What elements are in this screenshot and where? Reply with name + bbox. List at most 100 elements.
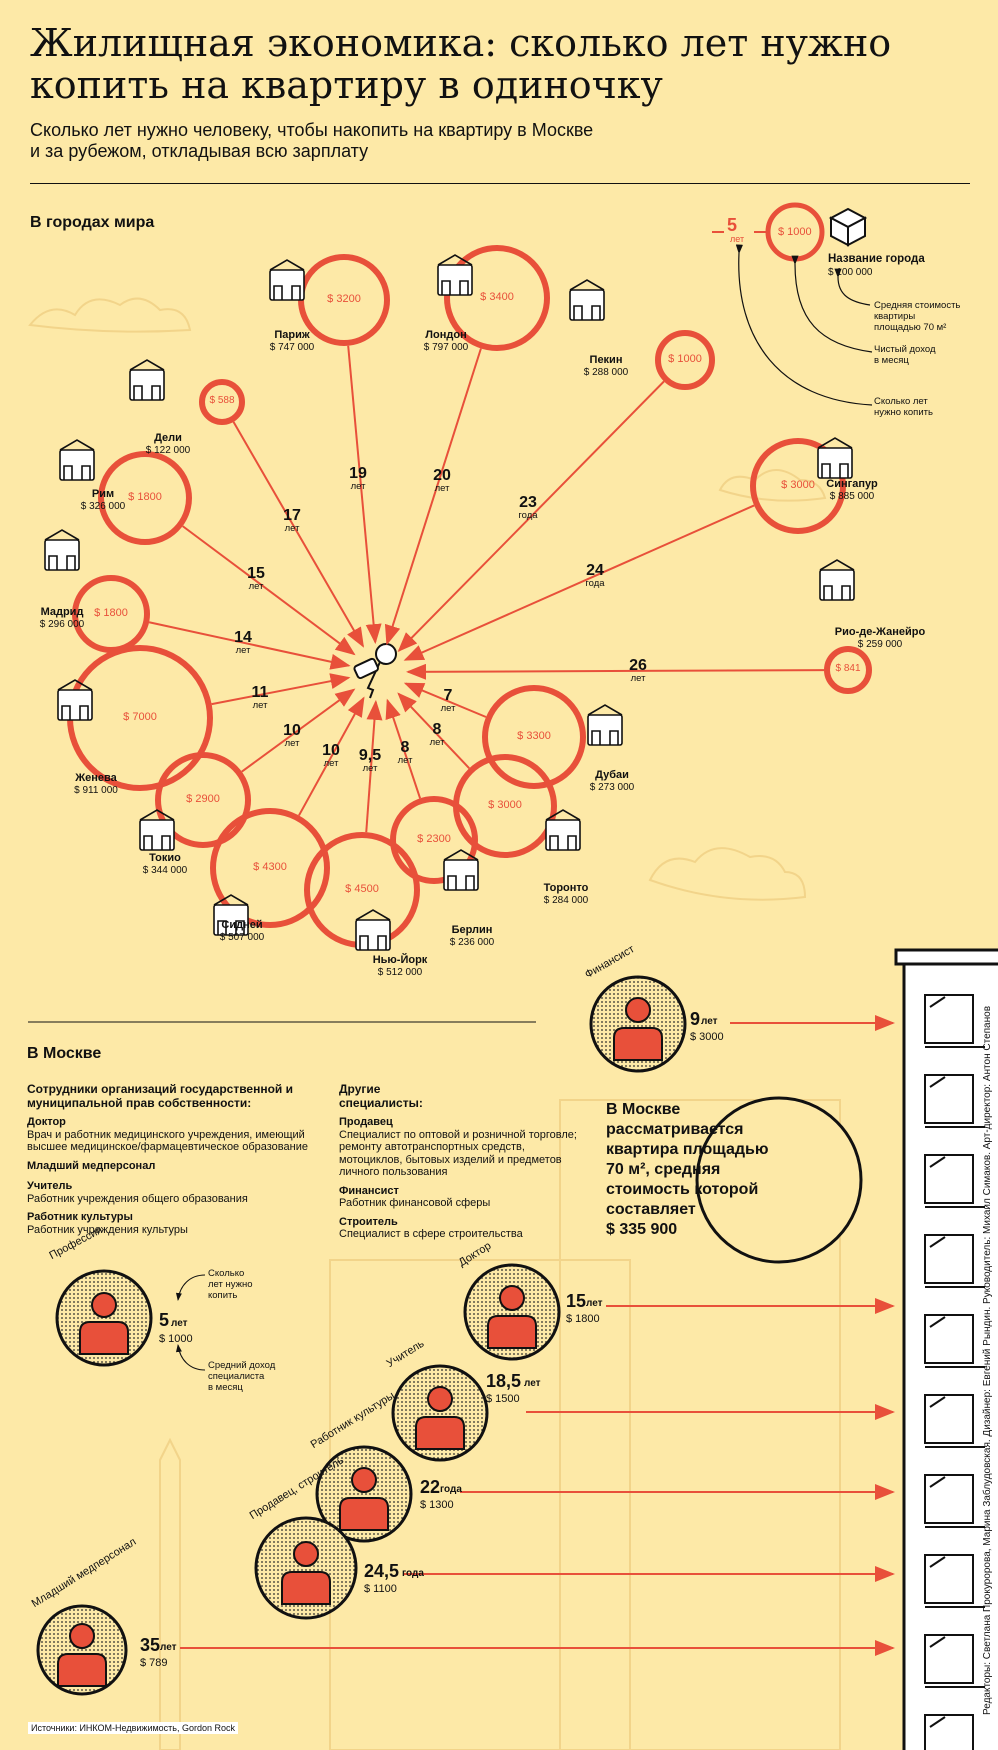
city-price: $ 344 000: [142, 865, 188, 876]
legend-prof-income: $ 1000: [159, 1333, 193, 1345]
col1-culture-desc: Работник учреждения культуры: [27, 1223, 188, 1236]
city-name: Женева: [75, 772, 117, 784]
city-price: $ 296 000: [39, 619, 85, 630]
income-circle: [390, 796, 478, 884]
profession-income: $ 1300: [420, 1499, 454, 1511]
profession-years-unit: года: [402, 1568, 424, 1579]
income-circle: [210, 808, 330, 928]
landmark-icon: [59, 439, 95, 481]
income-label: $ 588: [209, 395, 235, 406]
landmark-icon: [443, 849, 479, 891]
years-label: 23: [519, 494, 537, 511]
cube-icon: [828, 207, 868, 247]
legend-city-price: $ 100 000: [828, 267, 873, 278]
window-icon: [924, 1634, 974, 1684]
income-circle: [199, 379, 245, 425]
years-unit-label: лет: [362, 763, 378, 774]
sources-text: Источники: ИНКОМ-Недвижимость, Gordon Ro…: [28, 1722, 238, 1734]
person-icon: [613, 997, 663, 1061]
col1-heading: Сотрудники организаций государственной и…: [27, 1082, 294, 1110]
connector-line: [298, 696, 365, 816]
profession-years-unit: лет: [701, 1016, 718, 1027]
years-label: 10: [283, 722, 301, 739]
world-legend: [712, 202, 873, 406]
window-icon: [924, 1714, 974, 1750]
col1-teacher-desc: Работник учреждения общего образования: [27, 1192, 248, 1205]
income-circle: [750, 438, 846, 534]
window-icon: [924, 1474, 974, 1524]
person-icon: [57, 1623, 107, 1687]
landmark-icon: [355, 909, 391, 951]
city-name: Дубаи: [595, 769, 629, 781]
profession-years: 35: [140, 1635, 161, 1655]
income-label: $ 841: [835, 663, 861, 674]
world-section-title: В городах мира: [30, 214, 155, 231]
income-label: $ 3200: [327, 293, 361, 305]
years-label: 14: [234, 629, 252, 646]
city-price: $ 512 000: [377, 967, 423, 978]
legend-income: $ 1000: [778, 226, 812, 238]
person-icon: [339, 1467, 389, 1531]
city-price: $ 797 000: [423, 342, 469, 353]
landmark-icon: [213, 894, 249, 936]
years-label: 17: [283, 507, 301, 524]
col2-fin-title: Финансист: [339, 1184, 399, 1197]
profession-income: $ 1800: [566, 1313, 600, 1325]
years-label: 19: [349, 465, 367, 482]
col1-doctor-title: Доктор: [27, 1116, 66, 1128]
key-icon: [353, 643, 397, 699]
window-icon: [924, 1234, 974, 1284]
legend-years: 5: [727, 215, 738, 235]
legend-prof-years: 5: [159, 1310, 170, 1330]
connector-line: [405, 663, 825, 680]
moscow-section-title: В Москве: [27, 1045, 102, 1062]
apartment-building-icon: [894, 948, 998, 1750]
income-circle: [98, 451, 192, 545]
window-icon: [924, 1554, 974, 1604]
city-name: Торонто: [543, 882, 589, 894]
legend-prof-unit: лет: [171, 1318, 188, 1329]
moscow-info-text: В Москве рассматривается квартира площад…: [606, 1101, 769, 1238]
landmark-icon: [817, 437, 853, 479]
years-unit-label: года: [585, 578, 605, 589]
legend-years-unit: лет: [730, 234, 745, 244]
years-unit-label: лет: [397, 755, 413, 766]
page-subtitle: Сколько лет нужно человеку, чтобы накопи…: [30, 120, 670, 162]
years-label: 10: [322, 742, 340, 759]
city-price: $ 911 000: [74, 785, 118, 796]
income-label: $ 1000: [668, 353, 702, 365]
city-name: Рио-де-Жанейро: [834, 626, 926, 638]
city-name: Токио: [149, 852, 181, 864]
landmark-icon: [545, 809, 581, 851]
person-icon: [415, 1386, 465, 1450]
subtitle-line-2: и за рубежом, откладывая всю зарплату: [30, 141, 369, 161]
background-decoration: [28, 297, 841, 1750]
years-label: 15: [247, 565, 265, 582]
years-unit-label: лет: [284, 738, 300, 749]
city-name: Мадрид: [40, 606, 84, 618]
connector-line: [347, 345, 382, 645]
landmark-icon: [269, 259, 305, 301]
income-circle: [444, 245, 550, 351]
years-unit-label: лет: [630, 673, 646, 684]
city-price: $ 259 000: [857, 639, 903, 650]
col2-heading: Другие специалисты:: [339, 1082, 423, 1110]
income-circle: [453, 754, 557, 858]
legend-city-label: Название города: [828, 253, 925, 265]
income-label: $ 3400: [480, 291, 514, 303]
city-price: $ 236 000: [449, 937, 495, 948]
col2-fin-desc: Работник финансовой сферы: [339, 1197, 491, 1209]
profession-years-unit: лет: [160, 1642, 177, 1653]
income-label: $ 3300: [517, 730, 551, 742]
income-label: $ 3000: [781, 479, 815, 491]
landmark-icon: [569, 279, 605, 321]
window-icon: [924, 1314, 974, 1364]
col1-doctor-desc: Врач и работник медицинского учреждения,…: [27, 1128, 308, 1154]
connector-line: [397, 692, 470, 769]
income-circle: [482, 685, 586, 789]
income-circle: [72, 575, 150, 653]
moscow-col2: Другие специалисты: Продавец Специалист …: [339, 1082, 591, 1241]
moscow-info-circle: [695, 1096, 863, 1264]
